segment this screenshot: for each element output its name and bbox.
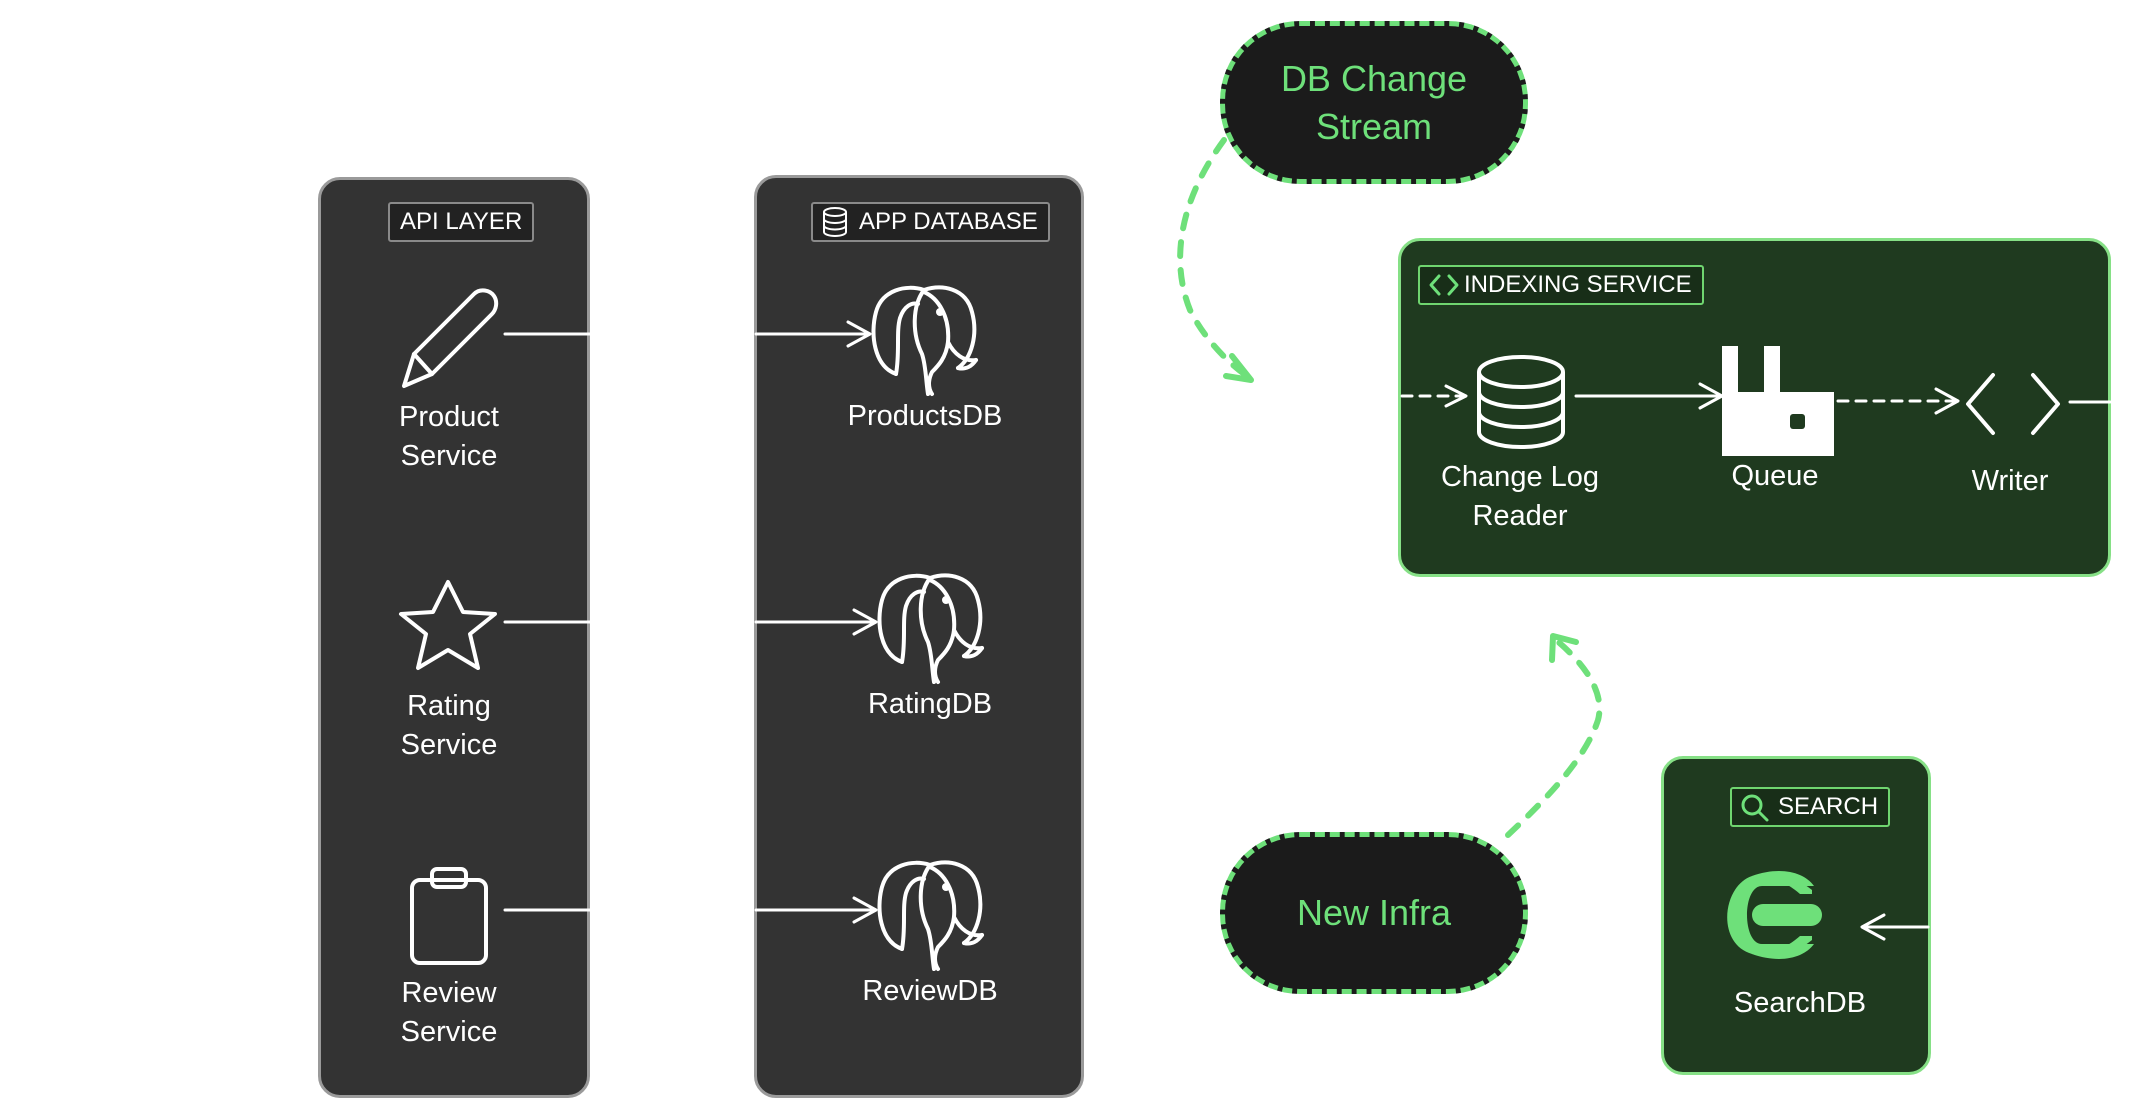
product-service-label: Product Service	[399, 401, 499, 472]
api-layer-title: API LAYER	[388, 202, 535, 242]
app-database-title: APP DATABASE	[811, 202, 1050, 242]
indexing-service-title: INDEXING SERVICE	[1418, 265, 1704, 305]
queue-label: Queue	[1731, 460, 1819, 492]
productsdb-label: ProductsDB	[847, 400, 1003, 432]
search-icon	[1741, 794, 1769, 822]
db-change-stream-line2: Stream	[1315, 105, 1433, 147]
db-change-stream-pill: DB Change Stream	[1220, 21, 1528, 184]
search-title-text: SEARCH	[1778, 793, 1879, 820]
ratingdb-label: RatingDB	[867, 688, 993, 720]
infra-arrow	[1505, 633, 1603, 838]
searchdb-label: SearchDB	[1733, 987, 1867, 1019]
change-log-reader-label: Change Log Reader	[1440, 461, 1600, 532]
db-change-stream-line1: DB Change	[1280, 57, 1468, 99]
writer-label: Writer	[1971, 465, 2049, 497]
review-service-label: Review Service	[400, 977, 498, 1048]
rating-service-label: Rating Service	[400, 690, 498, 761]
api-layer-panel	[318, 177, 590, 1098]
new-infra-pill: New Infra	[1220, 832, 1528, 994]
indexing-service-title-text: INDEXING SERVICE	[1464, 271, 1692, 298]
code-brackets-icon	[1429, 274, 1459, 296]
new-infra-label: New Infra	[1296, 892, 1452, 933]
app-database-panel	[754, 175, 1084, 1098]
reviewdb-label: ReviewDB	[862, 975, 998, 1007]
stream-arrow	[1177, 137, 1254, 383]
database-icon	[823, 207, 847, 237]
search-title: SEARCH	[1730, 787, 1891, 827]
app-database-title-text: APP DATABASE	[859, 208, 1038, 235]
